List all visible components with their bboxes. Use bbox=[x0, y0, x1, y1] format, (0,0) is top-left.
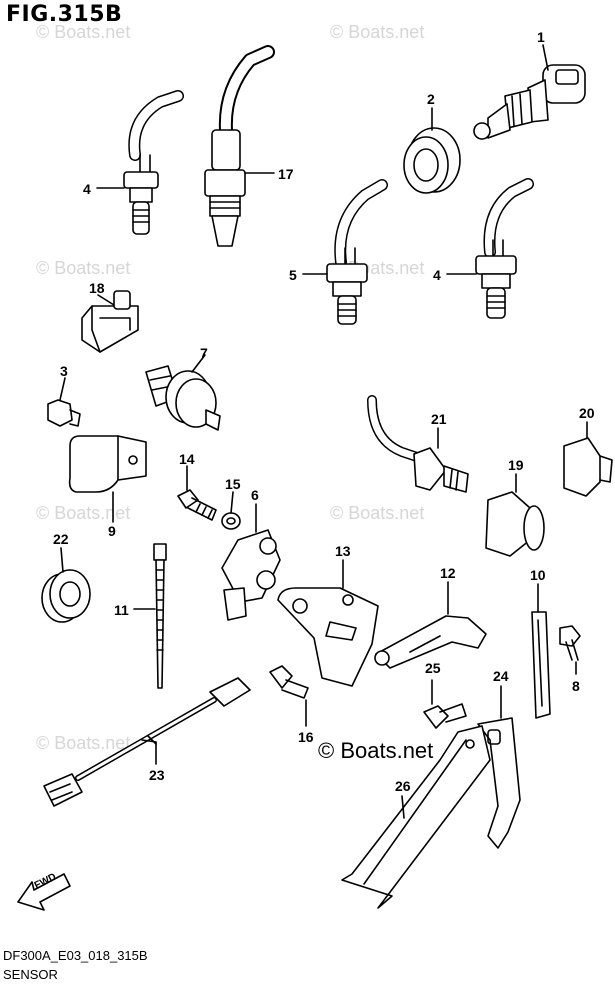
part-15-washer-drawing bbox=[221, 491, 241, 530]
part-24-plate-drawing bbox=[477, 685, 521, 849]
part-5-sensor-drawing bbox=[302, 179, 388, 325]
callout-12[interactable]: 12 bbox=[440, 565, 456, 581]
callout-4[interactable]: 4 bbox=[433, 267, 441, 283]
callout-18[interactable]: 18 bbox=[89, 280, 105, 296]
callout-3[interactable]: 3 bbox=[60, 363, 68, 379]
part-2-grommet-drawing bbox=[403, 107, 461, 194]
callout-19[interactable]: 19 bbox=[508, 457, 524, 473]
watermark: © Boats.net bbox=[330, 22, 425, 42]
part-26-bracket-drawing bbox=[341, 725, 491, 909]
part-16-bolt-drawing bbox=[269, 665, 309, 727]
figure-code: DF300A_E03_018_315B bbox=[3, 948, 148, 963]
figure-title: FIG.315B bbox=[6, 2, 123, 27]
callout-15[interactable]: 15 bbox=[225, 476, 241, 492]
fwd-arrow-icon bbox=[17, 873, 71, 911]
part-10-strap-drawing bbox=[531, 583, 551, 719]
callout-25[interactable]: 25 bbox=[425, 660, 441, 676]
callout-6[interactable]: 6 bbox=[251, 487, 259, 503]
callout-21[interactable]: 21 bbox=[431, 411, 447, 427]
callout-20[interactable]: 20 bbox=[579, 405, 595, 421]
callout-7[interactable]: 7 bbox=[200, 345, 208, 361]
part-6-sensor-drawing bbox=[221, 503, 281, 621]
figure-caption: SENSOR bbox=[3, 967, 58, 982]
part-12-arm-drawing bbox=[374, 581, 487, 669]
part-8-bolt-drawing bbox=[559, 625, 581, 675]
callout-14[interactable]: 14 bbox=[179, 451, 195, 467]
part-19-plug-drawing bbox=[485, 473, 545, 557]
part-17-sensor-drawing bbox=[204, 45, 275, 247]
part-21-sensor-drawing bbox=[367, 395, 469, 493]
part-14-bolt-drawing bbox=[177, 465, 217, 521]
watermark: © Boats.net bbox=[36, 733, 131, 753]
callout-1[interactable]: 1 bbox=[537, 29, 545, 45]
callout-11[interactable]: 11 bbox=[114, 602, 129, 618]
callout-8[interactable]: 8 bbox=[572, 678, 580, 694]
watermark: © Boats.net bbox=[36, 503, 131, 523]
part-9-clamp-drawing bbox=[68, 435, 147, 523]
part-25-bolt-drawing bbox=[423, 679, 467, 729]
callout-2[interactable]: 2 bbox=[427, 91, 435, 107]
callout-9[interactable]: 9 bbox=[108, 523, 116, 539]
callout-26[interactable]: 26 bbox=[395, 778, 411, 794]
callout-13[interactable]: 13 bbox=[335, 543, 351, 559]
part-20-plug-drawing bbox=[563, 421, 613, 497]
part-13-bracket-drawing bbox=[277, 559, 379, 687]
callout-24[interactable]: 24 bbox=[493, 668, 509, 684]
callout-22[interactable]: 22 bbox=[53, 531, 69, 547]
watermark: © Boats.net bbox=[330, 503, 425, 523]
part-1-sensor-drawing bbox=[473, 44, 586, 140]
part-23-harness-drawing bbox=[43, 677, 251, 807]
part-18-clip-drawing bbox=[81, 290, 139, 353]
callout-4[interactable]: 4 bbox=[83, 181, 91, 197]
callout-10[interactable]: 10 bbox=[530, 567, 546, 583]
part-22-grommet-drawing bbox=[41, 547, 91, 623]
callout-23[interactable]: 23 bbox=[149, 767, 165, 783]
callout-5[interactable]: 5 bbox=[289, 267, 297, 283]
part-4-sensor-drawing bbox=[446, 178, 534, 319]
watermark-main: © Boats.net bbox=[318, 738, 434, 763]
part-7-switch-drawing bbox=[145, 354, 221, 431]
watermark: © Boats.net bbox=[36, 258, 131, 278]
watermark: © Boats.net bbox=[36, 22, 131, 42]
part-3-bolt-drawing bbox=[47, 377, 81, 427]
part-4-sensor-drawing bbox=[96, 90, 184, 235]
part-11-cable-tie-drawing bbox=[133, 543, 167, 689]
callout-16[interactable]: 16 bbox=[298, 729, 314, 745]
callout-17[interactable]: 17 bbox=[278, 166, 294, 182]
